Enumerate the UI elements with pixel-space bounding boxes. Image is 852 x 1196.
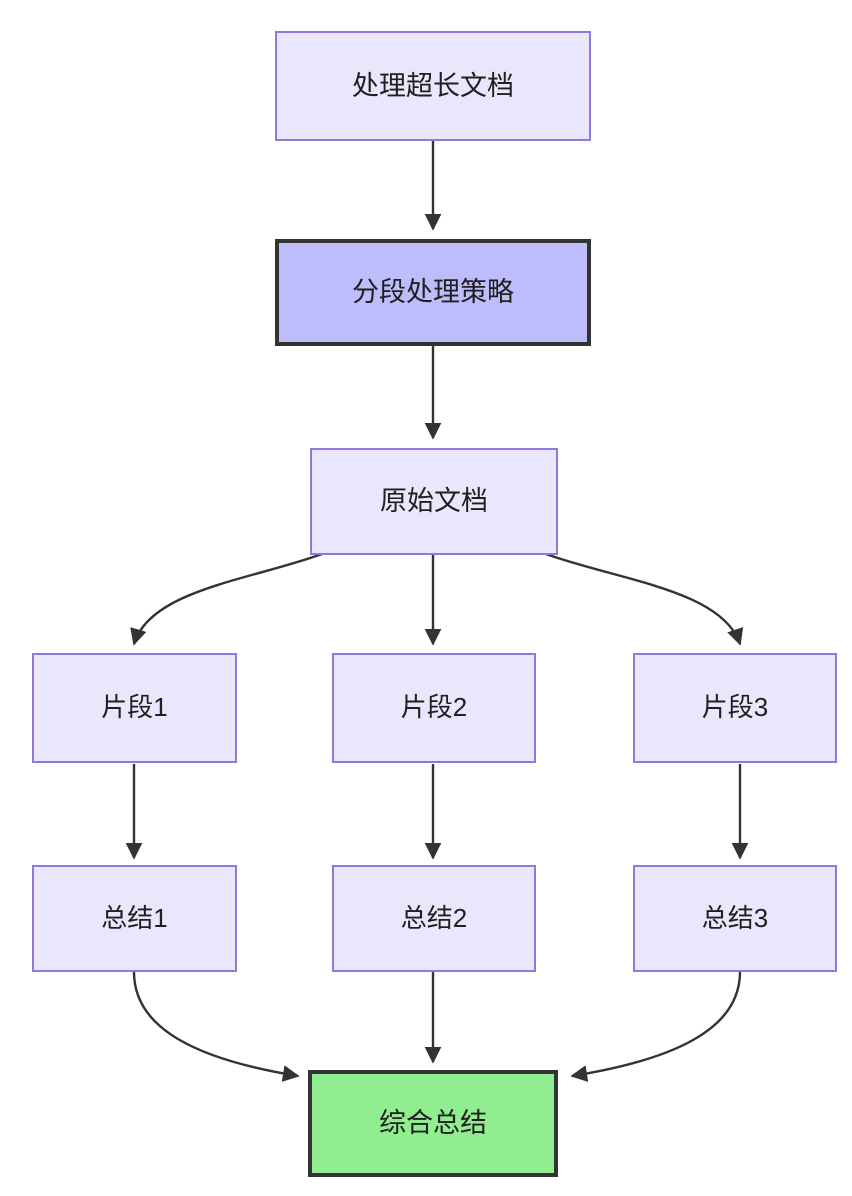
node-label: 原始文档 xyxy=(380,486,488,517)
node-label: 分段处理策略 xyxy=(352,277,514,308)
node-process-long-document[interactable]: 处理超长文档 xyxy=(275,31,591,141)
node-label: 总结2 xyxy=(400,902,468,933)
node-fragment-2[interactable]: 片段2 xyxy=(332,653,536,763)
node-chunking-strategy[interactable]: 分段处理策略 xyxy=(275,239,591,346)
node-original-document[interactable]: 原始文档 xyxy=(310,448,558,555)
node-comprehensive-summary[interactable]: 综合总结 xyxy=(308,1070,558,1177)
node-label: 总结1 xyxy=(101,902,168,933)
node-label: 片段3 xyxy=(701,692,769,723)
node-label: 总结3 xyxy=(701,902,769,933)
node-label: 片段1 xyxy=(101,692,168,723)
edge-sum3-final xyxy=(570,971,742,1082)
node-summary-3[interactable]: 总结3 xyxy=(633,865,837,972)
node-summary-2[interactable]: 总结2 xyxy=(332,865,536,972)
node-summary-1[interactable]: 总结1 xyxy=(32,865,237,972)
node-label: 综合总结 xyxy=(379,1108,487,1139)
edge-original-frag1 xyxy=(130,552,323,646)
node-label: 片段2 xyxy=(400,692,468,723)
edge-sum1-final xyxy=(132,971,300,1082)
node-fragment-3[interactable]: 片段3 xyxy=(633,653,837,763)
edge-original-frag3 xyxy=(545,552,744,646)
node-fragment-1[interactable]: 片段1 xyxy=(32,653,237,763)
node-label: 处理超长文档 xyxy=(352,70,514,101)
